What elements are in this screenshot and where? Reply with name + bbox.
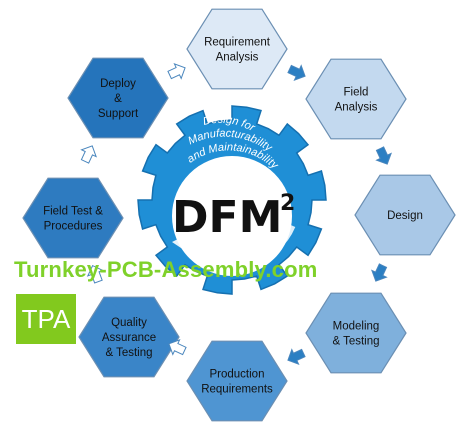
watermark-text: Turnkey-PCB-Assembly.com [14, 257, 318, 282]
cycle-arrow-icon [188, 225, 296, 267]
hex-label-deploy-support: Deploy [100, 78, 136, 90]
hex-label-requirement-analysis: Requirement [204, 37, 271, 49]
hex-label-deploy-support: Support [98, 108, 139, 120]
flow-arrow-icon [80, 145, 97, 164]
flow-arrow-icon [287, 64, 306, 81]
dfm-superscript: 2 [280, 191, 295, 216]
hexagon-field-test [22, 177, 124, 259]
flow-arrow-icon [167, 63, 186, 80]
hex-label-modeling-testing: & Testing [332, 336, 379, 348]
hexagon-deploy-support [67, 57, 169, 139]
hex-label-quality-assurance: & Testing [105, 347, 152, 359]
hex-label-deploy-support: & [114, 93, 122, 105]
hex-label-quality-assurance: Quality [111, 317, 147, 329]
flow-arrow-icon [86, 264, 105, 284]
gear-center [172, 156, 292, 276]
hex-label-production-requirements: Production [210, 369, 265, 381]
hexagon-modeling-testing [305, 292, 407, 374]
hex-label-field-test: Procedures [44, 221, 103, 233]
hexagon-quality-assurance [78, 296, 180, 378]
hexagon-design [354, 174, 456, 256]
flow-arrow-icon [375, 146, 392, 165]
flow-arrow-icon [287, 348, 306, 365]
hex-label-requirement-analysis: Analysis [216, 52, 259, 64]
hex-label-field-test: Field Test & [43, 206, 103, 218]
flow-arrow-icon [168, 339, 187, 356]
hex-label-quality-assurance: Assurance [102, 332, 156, 344]
cycle-arrowhead-icon [172, 232, 192, 254]
hexagon-requirement-analysis [186, 8, 288, 90]
hexagon-production-requirements [186, 340, 288, 422]
hex-label-field-analysis: Field [344, 87, 369, 99]
hexagon-field-analysis [305, 58, 407, 140]
hex-label-production-requirements: Requirements [201, 384, 273, 396]
flow-arrow-icon [371, 263, 388, 282]
hex-label-design: Design [387, 210, 423, 222]
hex-label-field-analysis: Analysis [335, 102, 378, 114]
tpa-badge: TPA [16, 294, 76, 344]
hex-label-modeling-testing: Modeling [333, 321, 380, 333]
